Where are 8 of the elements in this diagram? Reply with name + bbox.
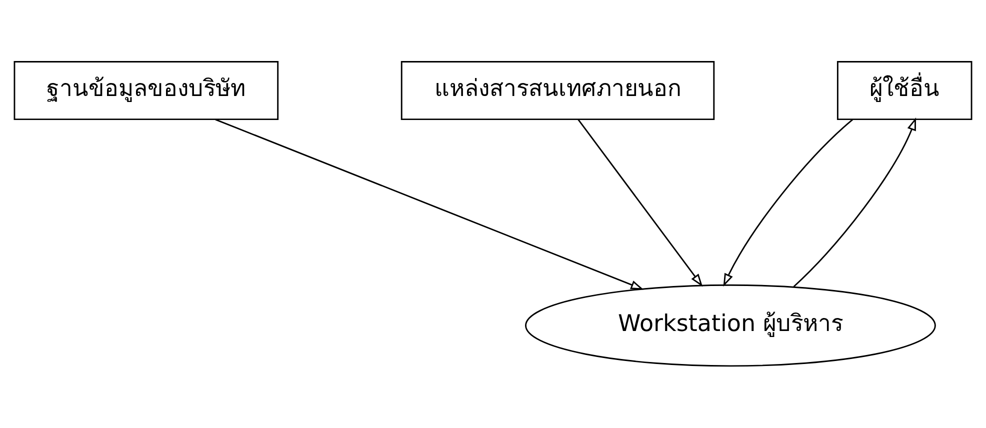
node-box: แหล่งสารสนเทศภายนอก bbox=[400, 61, 715, 120]
node-box: ฐานข้อมูลของบริษัท bbox=[14, 61, 279, 120]
arrow bbox=[215, 118, 644, 290]
node-ellipse: Workstation ผู้บริหาร bbox=[525, 284, 936, 367]
arrow bbox=[578, 119, 703, 287]
node-box: ผู้ใช้อื่น bbox=[836, 61, 972, 120]
arrow bbox=[723, 118, 854, 287]
arrow bbox=[793, 117, 916, 288]
